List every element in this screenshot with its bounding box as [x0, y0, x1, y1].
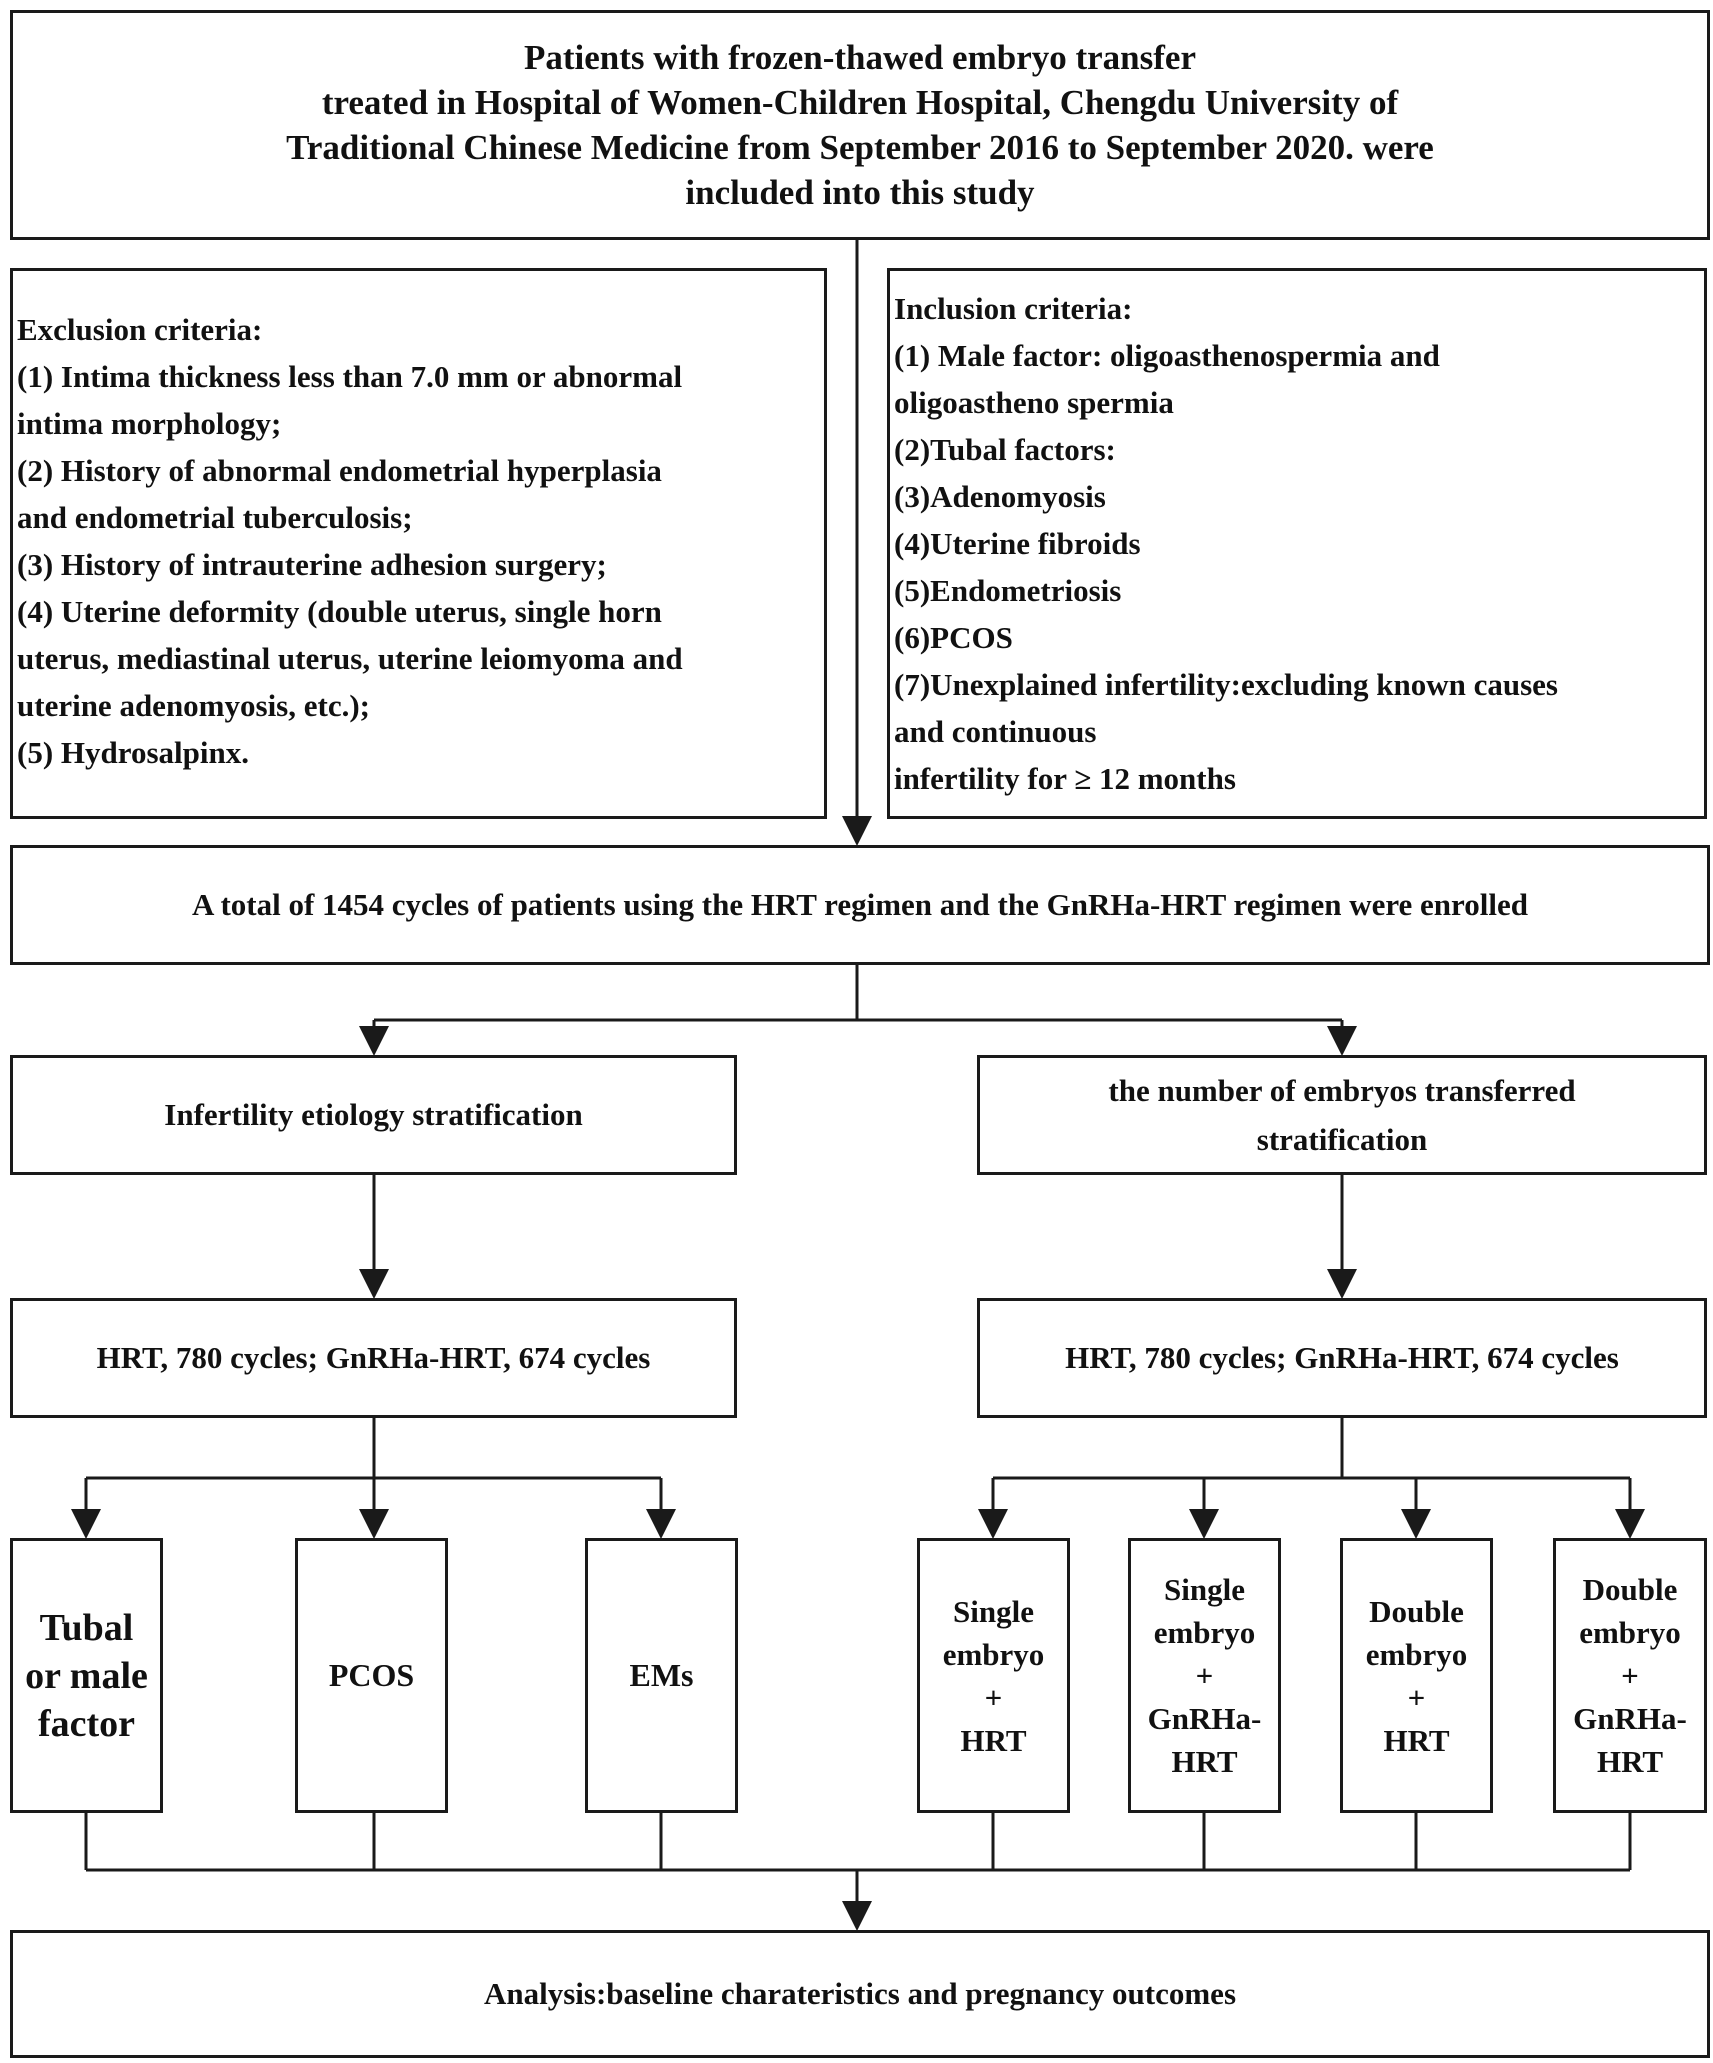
study-population-line: treated in Hospital of Women-Children Ho… [321, 83, 1399, 122]
group-label-line: or male [25, 1654, 148, 1697]
group-label-line: embryo [1365, 1636, 1468, 1672]
exclusion-criteria-line: intima morphology; [17, 406, 282, 441]
group-tubal-male-box: Tubal or male factor [10, 1538, 163, 1813]
inclusion-criteria-line: (7)Unexplained infertility:excluding kno… [894, 667, 1558, 702]
inclusion-criteria-line: (5)Endometriosis [894, 573, 1122, 608]
exclusion-criteria-line: (4) Uterine deformity (double uterus, si… [17, 594, 662, 629]
exclusion-criteria-line: (3) History of intrauterine adhesion sur… [17, 547, 607, 582]
cycles-count-right-box: HRT, 780 cycles; GnRHa-HRT, 674 cycles [977, 1298, 1707, 1418]
embryo-number-stratification-line: the number of embryos transferred [1108, 1073, 1576, 1108]
exclusion-criteria-line: and endometrial tuberculosis; [17, 500, 413, 535]
study-population-line: Patients with frozen-thawed embryo trans… [523, 38, 1196, 77]
group-double-embryo-gnrha-hrt-box: Double embryo + GnRHa- HRT [1553, 1538, 1707, 1813]
group-label-line: HRT [1383, 1722, 1450, 1758]
exclusion-criteria-line: uterus, mediastinal uterus, uterine leio… [17, 641, 683, 676]
exclusion-criteria-line: Exclusion criteria: [17, 312, 263, 347]
exclusion-criteria-line: (2) History of abnormal endometrial hype… [17, 453, 662, 488]
group-label-line: PCOS [328, 1657, 415, 1693]
inclusion-criteria-line: (3)Adenomyosis [894, 479, 1106, 514]
inclusion-criteria-box: Inclusion criteria: (1) Male factor: oli… [887, 268, 1707, 819]
group-label-line: Double [1369, 1593, 1464, 1629]
enrolled-cycles-box: A total of 1454 cycles of patients using… [10, 845, 1710, 965]
inclusion-criteria-line: infertility for ≥ 12 months [894, 761, 1236, 796]
inclusion-criteria-line: (1) Male factor: oligoasthenospermia and [894, 338, 1440, 373]
study-population-line: Traditional Chinese Medicine from Septem… [286, 128, 1434, 167]
group-label-line: HRT [1171, 1744, 1238, 1779]
group-ems-box: EMs [585, 1538, 738, 1813]
inclusion-criteria-line: (6)PCOS [894, 620, 1013, 655]
inclusion-criteria-line: (4)Uterine fibroids [894, 526, 1141, 561]
inclusion-criteria-line: (2)Tubal factors: [894, 432, 1116, 467]
cycles-count-right-text: HRT, 780 cycles; GnRHa-HRT, 674 cycles [1065, 1340, 1619, 1375]
group-single-embryo-gnrha-hrt-box: Single embryo + GnRHa- HRT [1128, 1538, 1281, 1813]
embryo-number-stratification-box: the number of embryos transferred strati… [977, 1055, 1707, 1175]
inclusion-criteria-line: Inclusion criteria: [894, 291, 1133, 326]
analysis-box: Analysis:baseline charateristics and pre… [10, 1930, 1710, 2058]
enrolled-cycles-text: A total of 1454 cycles of patients using… [192, 887, 1528, 922]
group-label-line: + [1621, 1658, 1639, 1693]
group-pcos-box: PCOS [295, 1538, 448, 1813]
group-label-line: Tubal [39, 1606, 134, 1649]
cycles-count-left-text: HRT, 780 cycles; GnRHa-HRT, 674 cycles [96, 1340, 651, 1375]
embryo-number-stratification-line: stratification [1256, 1122, 1428, 1157]
group-double-embryo-hrt-box: Double embryo + HRT [1340, 1538, 1493, 1813]
exclusion-criteria-line: uterine adenomyosis, etc.); [17, 688, 370, 723]
group-label-line: Single [1164, 1572, 1245, 1607]
group-label-line: Single [953, 1593, 1034, 1629]
exclusion-criteria-line: (1) Intima thickness less than 7.0 mm or… [17, 359, 683, 394]
group-single-embryo-hrt-box: Single embryo + HRT [917, 1538, 1070, 1813]
group-label-line: embryo [1153, 1615, 1256, 1650]
group-label-line: + [984, 1679, 1003, 1715]
group-label-line: Double [1582, 1572, 1678, 1607]
study-population-box: Patients with frozen-thawed embryo trans… [10, 10, 1710, 240]
group-label-line: GnRHa- [1147, 1701, 1262, 1736]
group-label-line: embryo [1579, 1615, 1681, 1650]
cycles-count-left-box: HRT, 780 cycles; GnRHa-HRT, 674 cycles [10, 1298, 737, 1418]
exclusion-criteria-box: Exclusion criteria: (1) Intima thickness… [10, 268, 827, 819]
group-label-line: + [1407, 1679, 1426, 1715]
etiology-stratification-text: Infertility etiology stratification [164, 1097, 583, 1132]
group-label-line: factor [37, 1702, 136, 1745]
group-label-line: HRT [1596, 1744, 1664, 1779]
inclusion-criteria-line: and continuous [894, 714, 1097, 749]
group-label-line: HRT [960, 1722, 1027, 1758]
etiology-stratification-box: Infertility etiology stratification [10, 1055, 737, 1175]
exclusion-criteria-line: (5) Hydrosalpinx. [17, 735, 249, 770]
group-label-line: GnRHa- [1573, 1701, 1687, 1736]
study-population-line: included into this study [685, 173, 1035, 212]
analysis-text: Analysis:baseline charateristics and pre… [483, 1976, 1237, 2011]
inclusion-criteria-line: oligoastheno spermia [894, 385, 1174, 420]
group-label-line: embryo [942, 1636, 1045, 1672]
group-label-line: EMs [629, 1657, 694, 1693]
group-label-line: + [1195, 1658, 1214, 1693]
